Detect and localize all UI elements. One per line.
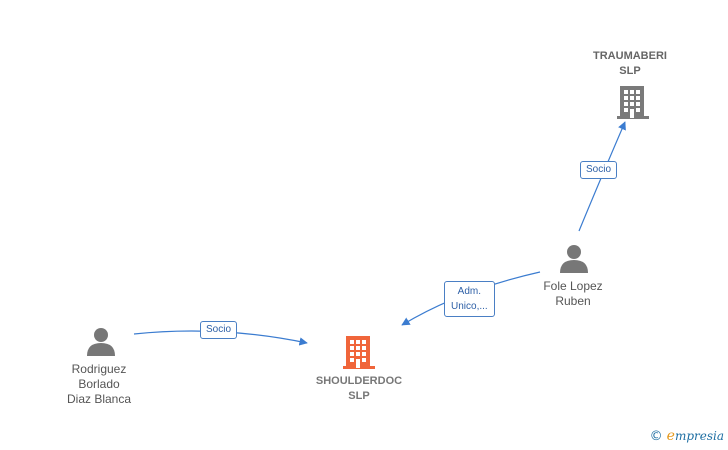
brand-name: mpresia [674, 429, 724, 443]
edge-label-socio-shoulderdoc[interactable]: Socio [200, 321, 238, 339]
copyright-icon: © [649, 429, 663, 444]
person-icon[interactable] [559, 243, 589, 273]
building-icon[interactable] [342, 334, 376, 370]
edge-label-socio-traumaberi[interactable]: Socio [580, 161, 618, 179]
node-label-shoulderdoc[interactable]: SHOULDERDOC SLP [315, 375, 403, 402]
edge-label-adm-unico[interactable]: Adm. Unico,... [444, 281, 495, 317]
building-icon[interactable] [616, 84, 650, 120]
brand-initial: e [666, 428, 675, 444]
node-label-fole-lopez[interactable]: Fole Lopez Ruben [543, 279, 603, 308]
node-label-rodriguez[interactable]: Rodriguez Borlado Diaz Blanca [66, 362, 132, 406]
empresia-watermark: ©empresia [650, 428, 724, 444]
person-icon[interactable] [86, 326, 116, 356]
node-label-traumaberi[interactable]: TRAUMABERI SLP [593, 50, 667, 77]
